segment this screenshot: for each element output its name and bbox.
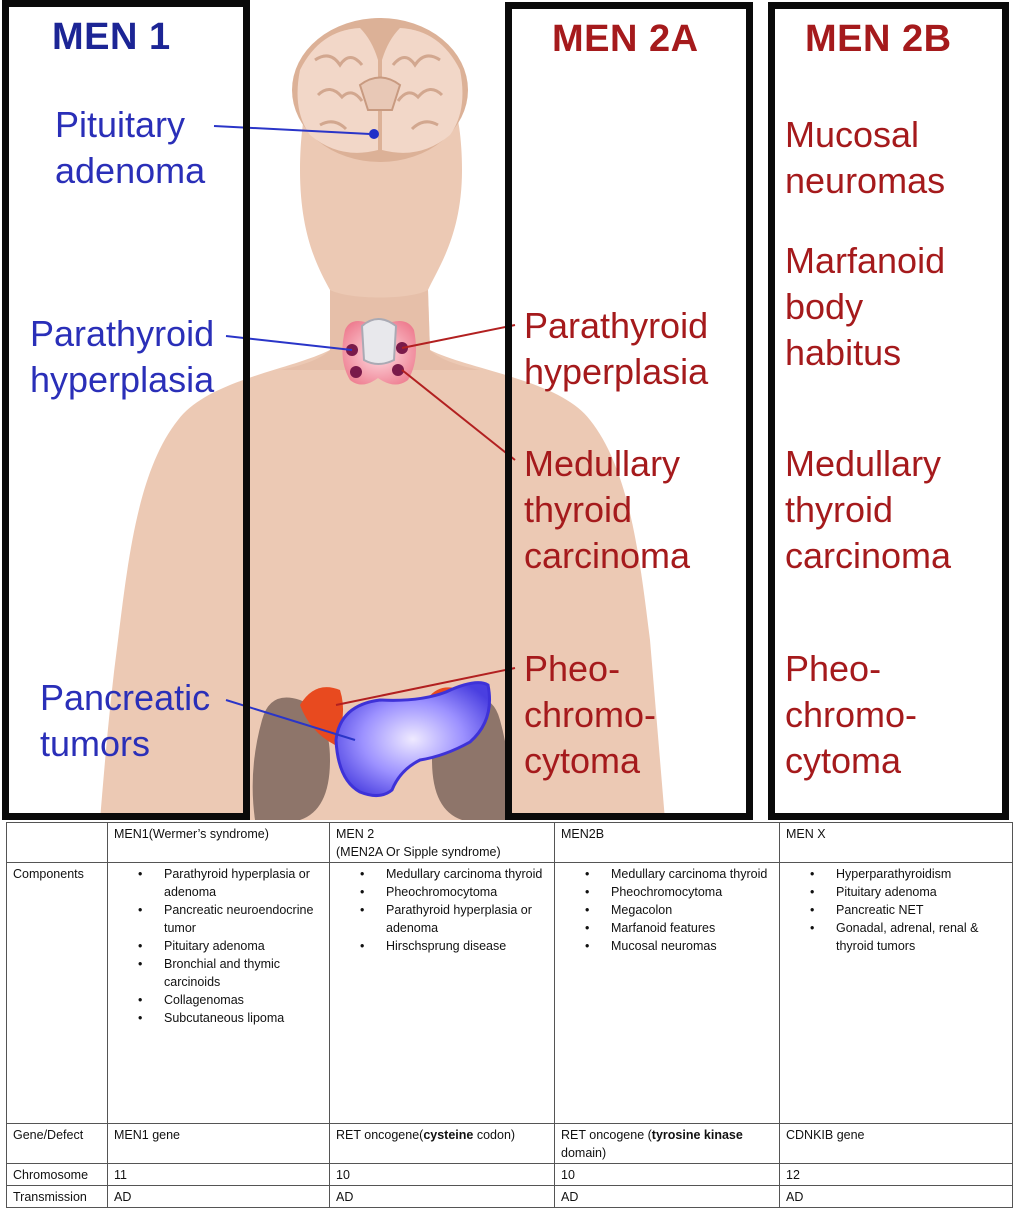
transmission-cell-men2: AD <box>329 1185 555 1208</box>
men2a-panel <box>505 2 753 820</box>
chromosome-cell-menx: 12 <box>779 1163 1013 1186</box>
men2a-medullary-label: Medullary thyroid carcinoma <box>524 443 691 576</box>
list-item: Hyperparathyroidism <box>810 865 1006 883</box>
adrenal-left-icon <box>300 687 344 745</box>
table-row-transmission: Transmission AD AD AD AD <box>6 1185 1013 1208</box>
header-cell-men1: MEN1(Wermer’s syndrome) <box>107 822 330 863</box>
gene-cell-men2: RET oncogene(cysteine codon) <box>329 1123 555 1164</box>
row-label-components: Components <box>6 862 108 1124</box>
list-item: Pituitary adenoma <box>138 937 323 955</box>
transmission-cell-men1: AD <box>107 1185 330 1208</box>
list-item: Bronchial and thymic carcinoids <box>138 955 323 991</box>
list-item: Parathyroid hyperplasia or adenoma <box>360 901 548 937</box>
list-item: Collagenomas <box>138 991 323 1009</box>
gene-cell-menx: CDNKIB gene <box>779 1123 1013 1164</box>
list-item: Medullary carcinoma thyroid <box>585 865 773 883</box>
row-label-gene: Gene/Defect <box>6 1123 108 1164</box>
list-item: Pheochromocytoma <box>360 883 548 901</box>
table-row-components: Components Parathyroid hyperplasia or ad… <box>6 862 1013 1124</box>
transmission-cell-men2b: AD <box>554 1185 780 1208</box>
men2b-heading: MEN 2B <box>805 18 952 60</box>
list-item: Parathyroid hyperplasia or adenoma <box>138 865 323 901</box>
men1-panel <box>2 0 250 820</box>
row-label-chromosome: Chromosome <box>6 1163 108 1186</box>
table-row-chromosome: Chromosome 11 10 10 12 <box>6 1163 1013 1186</box>
header-cell-empty <box>6 822 108 863</box>
components-list-menx: Hyperparathyroidism Pituitary adenoma Pa… <box>786 865 1006 955</box>
components-list-men1: Parathyroid hyperplasia or adenoma Pancr… <box>114 865 323 1027</box>
transmission-cell-menx: AD <box>779 1185 1013 1208</box>
components-cell-men2b: Medullary carcinoma thyroid Pheochromocy… <box>554 862 780 1124</box>
men2a-heading: MEN 2A <box>552 18 699 60</box>
components-list-men2: Medullary carcinoma thyroid Pheochromocy… <box>336 865 548 955</box>
body-silhouette <box>100 18 665 820</box>
gene-text: domain) <box>561 1146 607 1160</box>
men2b-medullary-label: Medullary thyroid carcinoma <box>785 443 952 576</box>
list-item: Marfanoid features <box>585 919 773 937</box>
row-label-transmission: Transmission <box>6 1185 108 1208</box>
table-header-row: MEN1(Wermer’s syndrome) MEN 2 (MEN2A Or … <box>6 822 1013 863</box>
men2b-panel <box>768 2 1009 820</box>
comparison-table: MEN1(Wermer’s syndrome) MEN 2 (MEN2A Or … <box>6 822 1013 1208</box>
list-item: Gonadal, adrenal, renal & thyroid tumors <box>810 919 1006 955</box>
list-item: Subcutaneous lipoma <box>138 1009 323 1027</box>
list-item: Hirschsprung disease <box>360 937 548 955</box>
header-cell-menx: MEN X <box>779 822 1013 863</box>
men2a-parathyroid-label: Parathyroid hyperplasia <box>524 305 709 392</box>
gene-cell-men2b: RET oncogene (tyrosine kinase domain) <box>554 1123 780 1164</box>
gene-text: RET oncogene ( <box>561 1128 652 1142</box>
list-item: Pancreatic neuroendocrine tumor <box>138 901 323 937</box>
list-item: Medullary carcinoma thyroid <box>360 865 548 883</box>
pancreas-icon <box>334 681 492 797</box>
gene-cell-men1: MEN1 gene <box>107 1123 330 1164</box>
chromosome-cell-men1: 11 <box>107 1163 330 1186</box>
men1-pituitary-label: Pituitary adenoma <box>55 104 206 191</box>
men2a-pheo-label: Pheo- chromo- cytoma <box>524 648 657 781</box>
components-cell-men2: Medullary carcinoma thyroid Pheochromocy… <box>329 862 555 1124</box>
gene-text: RET oncogene( <box>336 1128 424 1142</box>
brain-icon <box>292 18 468 162</box>
header-cell-men2: MEN 2 (MEN2A Or Sipple syndrome) <box>329 822 555 863</box>
chromosome-cell-men2: 10 <box>329 1163 555 1186</box>
header-cell-men2b: MEN2B <box>554 822 780 863</box>
chromosome-cell-men2b: 10 <box>554 1163 780 1186</box>
list-item: Mucosal neuromas <box>585 937 773 955</box>
list-item: Pancreatic NET <box>810 901 1006 919</box>
components-cell-men1: Parathyroid hyperplasia or adenoma Pancr… <box>107 862 330 1124</box>
list-item: Pituitary adenoma <box>810 883 1006 901</box>
men1-pancreatic-label: Pancreatic tumors <box>40 677 211 764</box>
gene-text: codon) <box>473 1128 516 1142</box>
men2b-marfanoid-label: Marfanoid body habitus <box>785 240 946 373</box>
list-item: Pheochromocytoma <box>585 883 773 901</box>
men1-parathyroid-label: Parathyroid hyperplasia <box>30 313 215 400</box>
table-row-gene: Gene/Defect MEN1 gene RET oncogene(cyste… <box>6 1123 1013 1164</box>
men-illustration: MEN 1 MEN 2A MEN 2B Pituitary adenoma Pa… <box>2 0 1009 820</box>
men2b-mucosal-label: Mucosal neuromas <box>785 114 946 201</box>
thyroid-icon <box>342 318 416 385</box>
list-item: Megacolon <box>585 901 773 919</box>
components-list-men2b: Medullary carcinoma thyroid Pheochromocy… <box>561 865 773 955</box>
men2b-pheo-label: Pheo- chromo- cytoma <box>785 648 918 781</box>
gene-bold-text: tyrosine kinase <box>651 1128 743 1142</box>
men1-heading: MEN 1 <box>52 16 171 58</box>
gene-bold-text: cysteine <box>423 1128 474 1142</box>
body-figure <box>100 18 665 820</box>
components-cell-menx: Hyperparathyroidism Pituitary adenoma Pa… <box>779 862 1013 1124</box>
